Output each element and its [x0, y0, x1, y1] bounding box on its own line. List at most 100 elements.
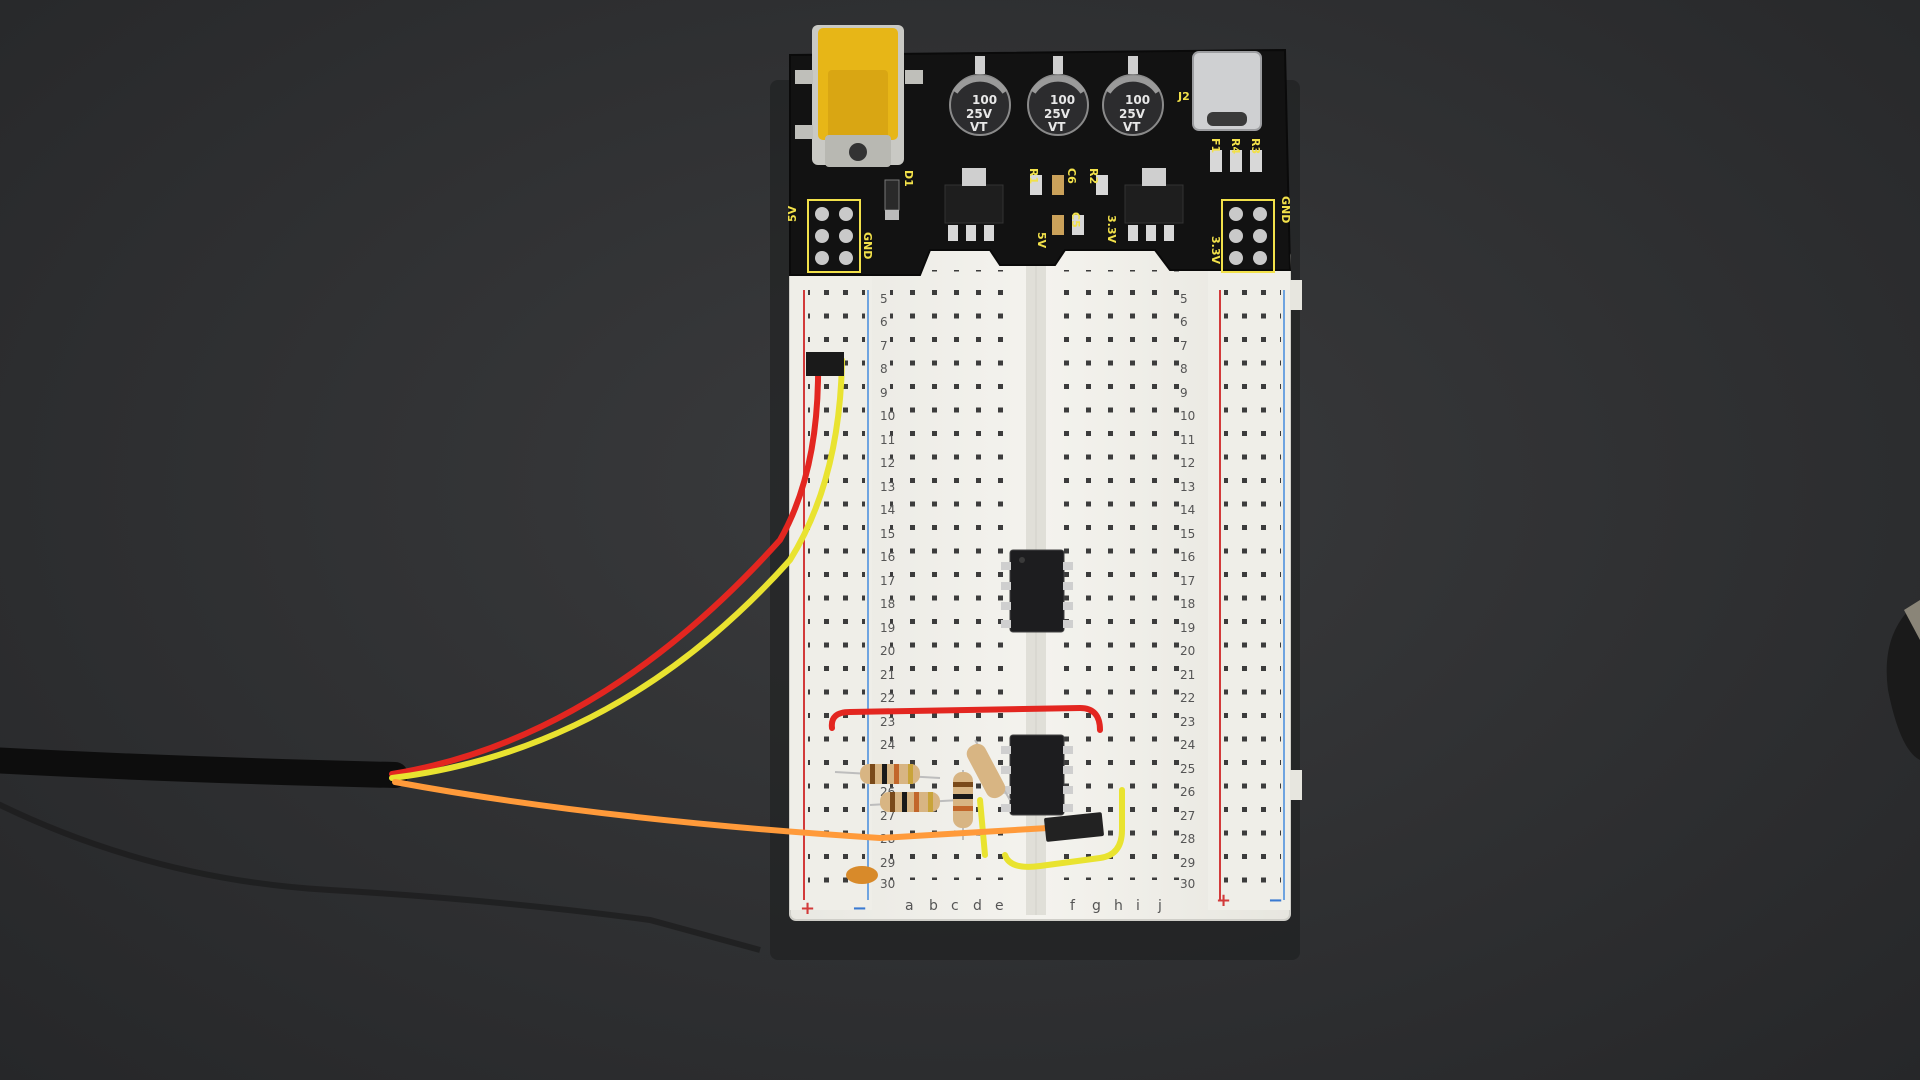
wire-connector[interactable] [1044, 812, 1104, 842]
header-pins-right: 3.3V GND [1209, 196, 1292, 273]
row-number: 21 [880, 668, 895, 682]
capacitor-label: VT [1123, 120, 1141, 134]
jumper-wire-yellow[interactable] [1002, 787, 1125, 870]
capacitor-label: VT [970, 120, 988, 134]
regulator-tab [962, 168, 986, 186]
resistor[interactable] [953, 770, 973, 840]
row-number: 21 [1180, 668, 1195, 682]
column-letter: e [995, 898, 1004, 914]
smd-components [884, 150, 1262, 241]
capacitor-label: 100 [1125, 93, 1150, 107]
label-mid: R1 [1027, 168, 1040, 184]
row-number: 26 [1180, 785, 1195, 799]
resistor[interactable] [964, 739, 1011, 801]
resistor[interactable] [869, 792, 961, 812]
breadboard[interactable] [789, 249, 1302, 921]
row-number: 5 [1180, 292, 1188, 306]
row-number: 20 [880, 644, 895, 658]
label-mid: C6 [1065, 168, 1078, 184]
column-letters: a b c d e f g h i j [905, 898, 1162, 914]
barrel-jack [795, 25, 923, 167]
row-number: 7 [1180, 339, 1188, 353]
label-5v: 5V [786, 205, 799, 222]
row-number: 20 [1180, 644, 1195, 658]
label-top: F1 [1209, 138, 1222, 153]
column-letter: i [1136, 898, 1140, 914]
row-number: 27 [880, 809, 895, 823]
resistor[interactable] [834, 764, 941, 784]
ceramic-capacitor[interactable] [846, 866, 878, 884]
label-mid: C5 [1069, 212, 1082, 228]
black-cable [0, 747, 408, 788]
capacitor-label: 25V [966, 107, 993, 121]
row-number: 23 [1180, 715, 1195, 729]
label-3v3: 3.3V [1105, 215, 1118, 243]
power-supply-module[interactable]: 100 25V VT 100 25V VT 100 25V VT J2 [786, 25, 1292, 276]
row-number: 25 [1180, 762, 1195, 776]
cable-wire-red[interactable] [389, 357, 822, 777]
row-number: 5 [880, 292, 888, 306]
row-number: 15 [880, 527, 895, 541]
capacitor: 100 25V VT [1027, 56, 1089, 136]
row-number: 16 [880, 550, 895, 564]
voltage-regulator [1124, 184, 1184, 224]
row-number: 16 [1180, 550, 1195, 564]
ic-chip-upper[interactable] [1001, 549, 1073, 633]
row-number: 13 [1180, 480, 1195, 494]
row-number: 30 [880, 877, 895, 891]
column-letter: h [1114, 898, 1123, 914]
row-number: 11 [880, 433, 895, 447]
row-number: 17 [880, 574, 895, 588]
ic-chip-lower[interactable] [1001, 734, 1073, 816]
row-number: 9 [1180, 386, 1188, 400]
column-letter: g [1092, 898, 1101, 914]
rail-plus-label: + [800, 898, 815, 919]
label-j2: J2 [1177, 90, 1190, 103]
row-number: 24 [1180, 738, 1195, 752]
column-letter: a [905, 898, 914, 914]
row-number: 19 [880, 621, 895, 635]
row-number: 8 [1180, 362, 1188, 376]
capacitor-label: VT [1048, 120, 1066, 134]
wire-connector[interactable] [806, 352, 844, 376]
row-number: 8 [880, 362, 888, 376]
label-gnd: GND [861, 232, 874, 259]
row-number: 9 [880, 386, 888, 400]
row-number: 7 [880, 339, 888, 353]
label-d1: D1 [902, 170, 915, 187]
row-number: 29 [880, 856, 895, 870]
column-letter: f [1070, 898, 1076, 914]
row-number: 18 [880, 597, 895, 611]
label-5v: 5V [1035, 232, 1048, 249]
row-number: 17 [1180, 574, 1195, 588]
edge-object [1886, 600, 1920, 760]
cable-wire-yellow[interactable] [389, 357, 845, 781]
row-number: 30 [1180, 877, 1195, 891]
row-number: 6 [880, 315, 888, 329]
row-number: 10 [1180, 409, 1195, 423]
jumper-wire-yellow[interactable] [977, 797, 988, 858]
row-number: 29 [1180, 856, 1195, 870]
row-number: 13 [880, 480, 895, 494]
regulator-tab [1142, 168, 1166, 186]
row-number: 27 [1180, 809, 1195, 823]
label-top: R4 [1229, 138, 1242, 154]
row-number: 22 [880, 691, 895, 705]
row-number: 23 [880, 715, 895, 729]
label-gnd: GND [1279, 196, 1292, 223]
column-letter: d [973, 898, 982, 914]
rail-minus-label: − [1268, 890, 1283, 911]
column-letter: c [951, 898, 959, 914]
row-number: 14 [1180, 503, 1195, 517]
label-top: R3 [1249, 138, 1262, 154]
jumper-wire-red[interactable] [828, 704, 1103, 733]
usb-c-connector: J2 [1177, 51, 1262, 131]
row-number: 22 [1180, 691, 1195, 705]
row-number: 6 [1180, 315, 1188, 329]
row-number: 12 [1180, 456, 1195, 470]
capacitor-label: 25V [1119, 107, 1146, 121]
voltage-regulator [944, 184, 1004, 224]
capacitor-label: 100 [1050, 93, 1075, 107]
cable-wire-orange[interactable] [392, 779, 1051, 842]
